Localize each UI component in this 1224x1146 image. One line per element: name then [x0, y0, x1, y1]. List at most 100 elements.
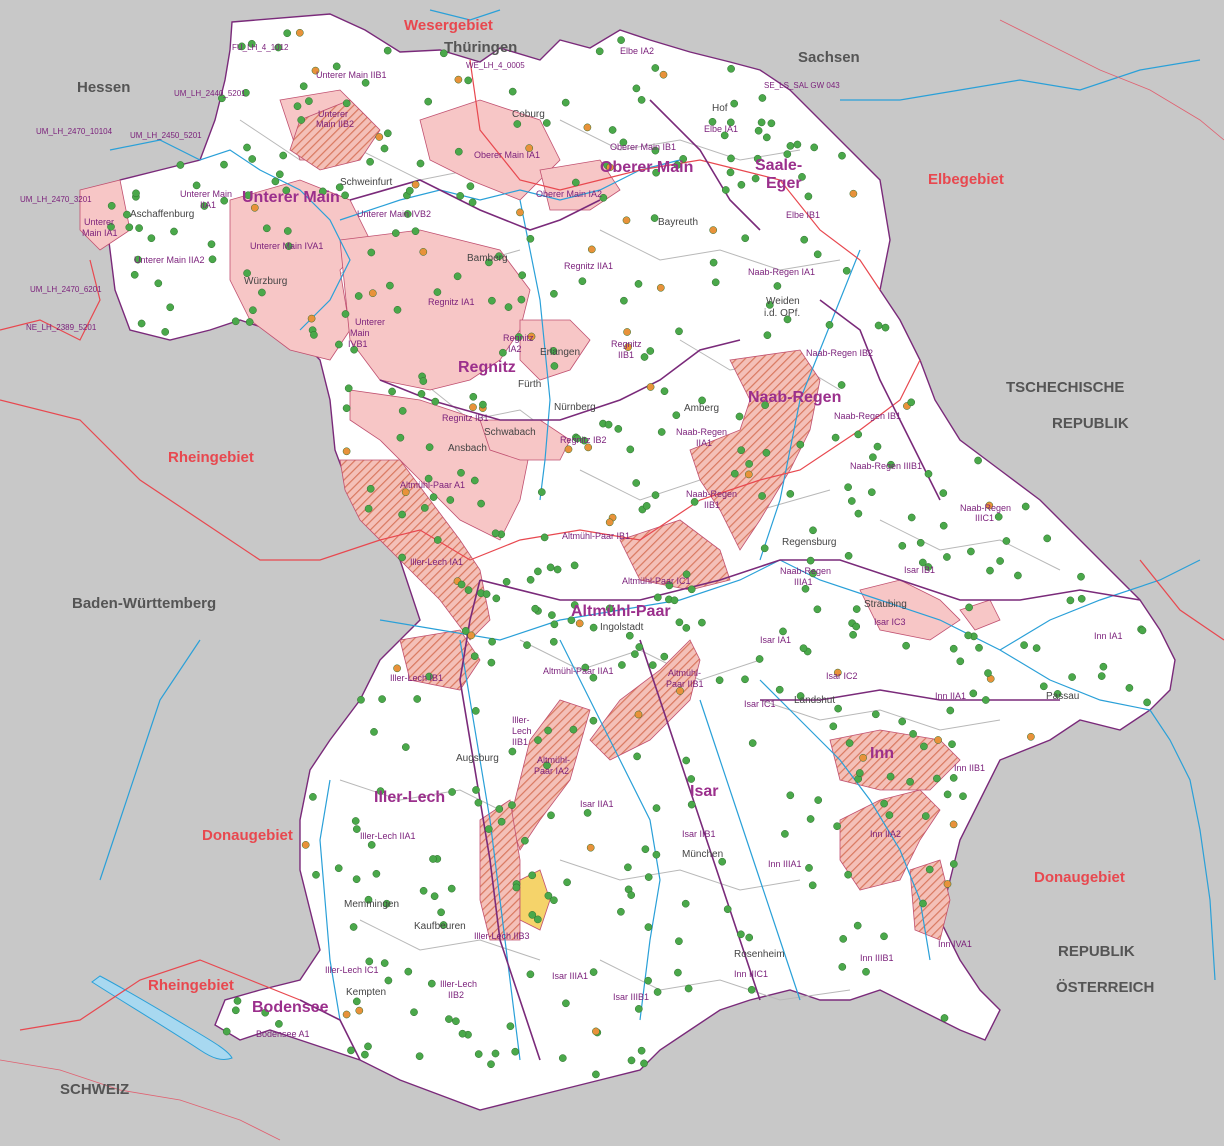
- station-marker: [305, 97, 313, 105]
- station-marker: [526, 234, 535, 243]
- station-marker: [656, 283, 665, 292]
- station-marker: [382, 899, 391, 908]
- unit-label: Naab-Regen IB1: [834, 411, 902, 421]
- station-marker: [307, 314, 316, 323]
- station-marker: [583, 123, 592, 132]
- unit-label: Isar IB1: [904, 565, 936, 575]
- unit-label: Iller-: [512, 715, 530, 725]
- station-marker: [161, 328, 170, 336]
- station-marker: [454, 147, 463, 156]
- station-marker: [906, 777, 914, 786]
- unit-label: Isar IIA1: [580, 799, 614, 809]
- station-marker: [959, 792, 967, 801]
- station-marker: [887, 460, 895, 469]
- station-marker: [635, 643, 644, 651]
- station-marker: [646, 383, 655, 391]
- station-marker: [533, 915, 542, 924]
- unit-label: IIIA1: [794, 577, 813, 587]
- station-marker: [334, 864, 343, 873]
- station-marker: [920, 742, 928, 751]
- station-marker: [627, 891, 636, 899]
- station-marker: [839, 935, 848, 943]
- station-marker: [497, 817, 506, 826]
- unit-label: Unterer: [355, 317, 386, 327]
- station-marker: [516, 208, 524, 217]
- station-marker: [366, 484, 375, 493]
- station-marker: [454, 75, 463, 84]
- station-marker: [634, 280, 643, 288]
- station-marker: [763, 331, 772, 340]
- city-label: Rosenheim: [734, 949, 785, 960]
- station-marker: [907, 513, 916, 522]
- station-marker: [367, 248, 376, 257]
- station-marker: [391, 229, 400, 237]
- station-marker: [550, 362, 559, 370]
- station-marker: [244, 191, 253, 200]
- station-marker: [295, 28, 304, 37]
- gw-label: FU_LH_4_1012: [232, 43, 289, 52]
- unit-label: Inn IIA1: [935, 691, 967, 701]
- unit-label: Isar IC3: [874, 617, 906, 627]
- unit-label: Oberer Main IA1: [474, 150, 541, 160]
- station-marker: [640, 353, 649, 361]
- station-marker: [573, 434, 582, 443]
- station-marker: [907, 398, 916, 407]
- station-marker: [351, 817, 360, 825]
- station-marker: [439, 49, 448, 58]
- label-thueringen: Thüringen: [444, 39, 518, 56]
- station-marker: [765, 301, 774, 309]
- station-marker: [969, 689, 978, 698]
- station-marker: [726, 118, 735, 127]
- station-marker: [335, 183, 344, 192]
- station-marker: [544, 726, 552, 735]
- station-marker: [393, 664, 401, 673]
- station-marker: [1077, 594, 1086, 603]
- label-region-regnitz: Regnitz: [458, 359, 516, 376]
- station-marker: [673, 161, 682, 169]
- city-label: Coburg: [512, 109, 545, 120]
- station-marker: [754, 126, 763, 135]
- station-marker: [586, 843, 595, 852]
- station-marker: [844, 870, 852, 879]
- station-marker: [623, 328, 631, 336]
- station-marker: [859, 753, 867, 762]
- station-marker: [332, 62, 341, 71]
- station-marker: [687, 585, 696, 594]
- station-marker: [592, 1027, 600, 1036]
- station-marker: [619, 138, 628, 147]
- hatched-areas: [289, 99, 961, 941]
- station-marker: [537, 488, 546, 496]
- station-marker: [247, 39, 256, 48]
- station-marker: [404, 967, 413, 976]
- gw-label: SE_LS_SAL GW 043: [764, 81, 840, 90]
- station-marker: [924, 563, 933, 571]
- station-marker: [833, 822, 841, 831]
- station-marker: [275, 1020, 283, 1028]
- unit-label: IIIC1: [975, 513, 995, 523]
- station-marker: [708, 117, 717, 126]
- city-label: Passau: [1046, 691, 1080, 702]
- station-marker: [745, 933, 754, 942]
- station-marker: [783, 150, 792, 158]
- station-marker: [775, 685, 784, 694]
- unit-label: IA2: [508, 344, 522, 354]
- station-marker: [544, 891, 553, 900]
- station-marker: [299, 82, 308, 91]
- station-marker: [648, 661, 657, 669]
- city-label: Ingolstadt: [600, 622, 644, 633]
- station-marker: [632, 479, 641, 487]
- unit-label: Altmühl-Paar IC1: [622, 576, 691, 586]
- station-marker: [809, 569, 817, 578]
- station-marker: [634, 710, 643, 719]
- station-marker: [813, 605, 822, 614]
- station-marker: [682, 570, 691, 579]
- station-marker: [461, 627, 470, 635]
- station-marker: [675, 937, 683, 946]
- station-marker: [352, 997, 361, 1006]
- station-marker: [284, 242, 293, 250]
- station-marker: [380, 144, 389, 153]
- station-marker: [429, 855, 437, 863]
- station-marker: [499, 348, 507, 357]
- station-marker: [854, 509, 863, 518]
